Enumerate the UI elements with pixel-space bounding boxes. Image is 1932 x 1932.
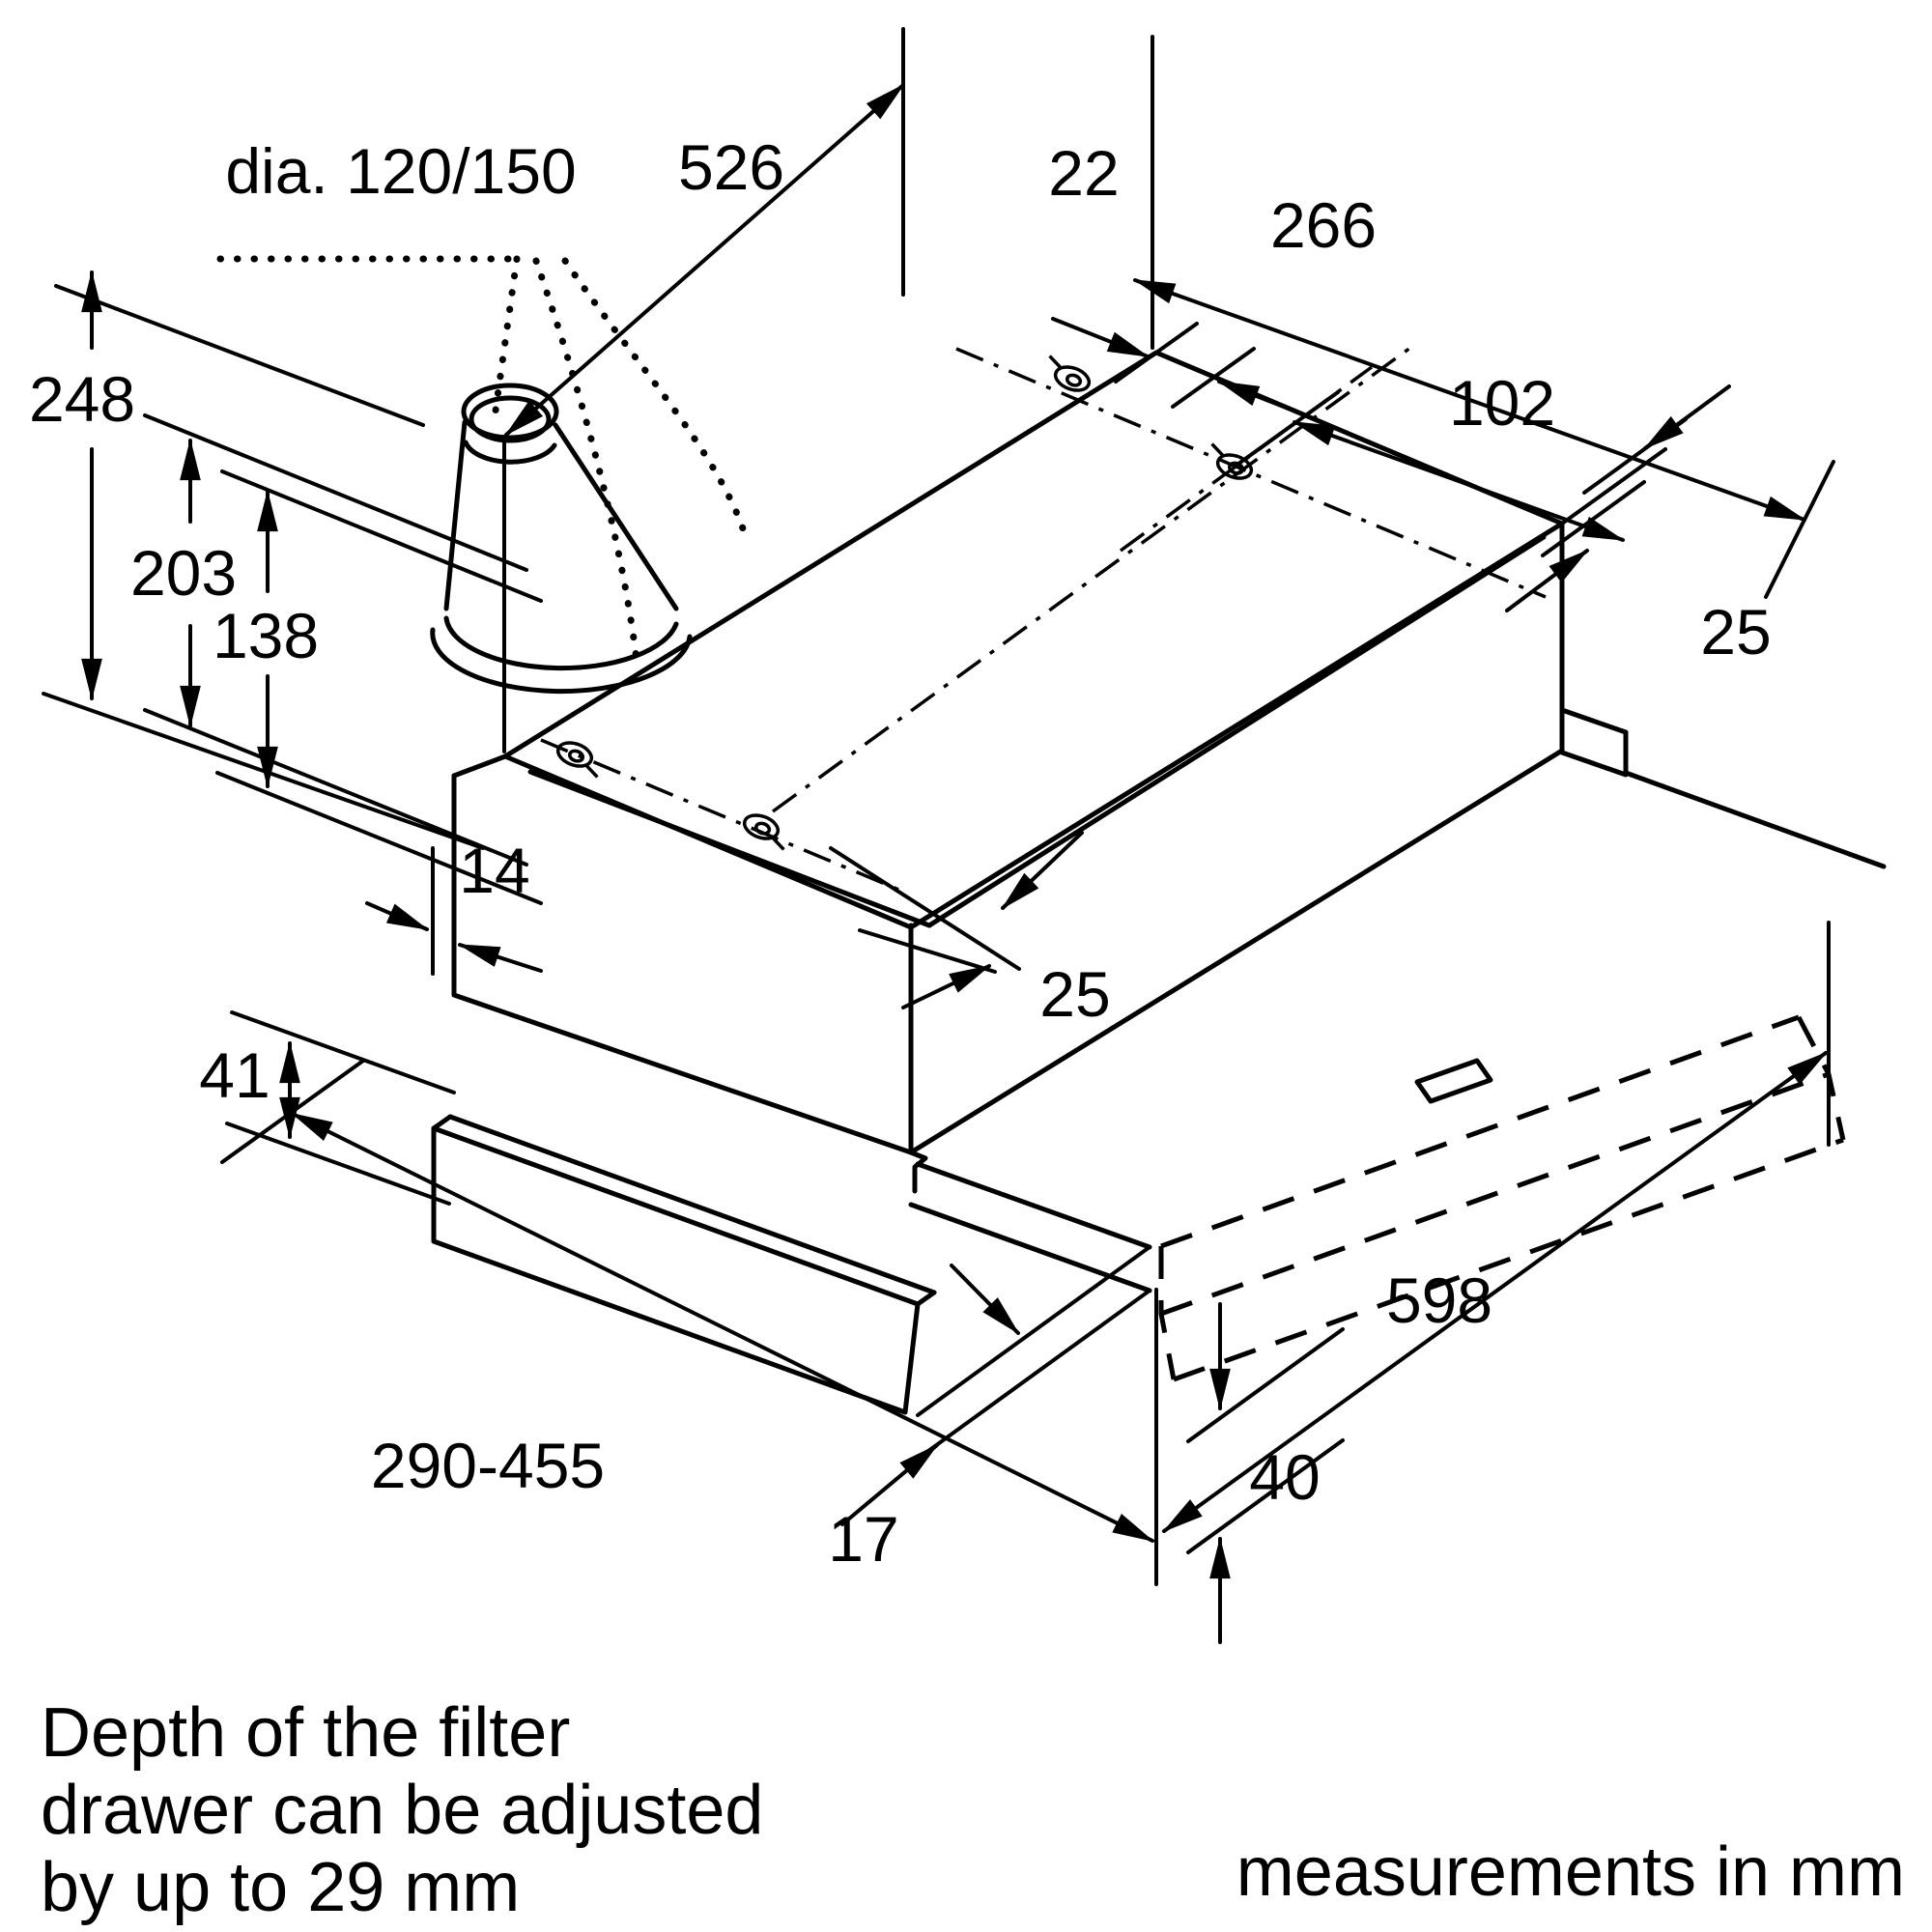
dim-overall-height: 248 [29,270,485,850]
bottom-right-edge [908,748,1565,1155]
dim-front-protrusion: 14 [365,835,543,976]
dim-label-overall-height: 248 [29,363,135,435]
duct-adapter [430,383,693,695]
dim-right-lip: 25 [1505,384,1772,668]
duct-base-ring [443,615,679,671]
dim-label-duct-diameter: dia. 120/150 [225,135,576,207]
caption-block: Depth of the filter drawer can be adjust… [41,1694,763,1926]
pulled-out-drawer [1158,1014,1846,1382]
dim-label-front-lip: 25 [1039,958,1110,1030]
dim-height-to-duct-base: 203 [130,413,528,867]
dim-label-front-protrusion: 14 [459,835,529,906]
units-note: measurements in mm [1236,1833,1905,1911]
dim-drawer-front-height: 40 [1186,1302,1345,1644]
dim-label-drawer-width: 598 [1386,1264,1492,1336]
duct-collar-seam [463,440,557,465]
dim-label-right-lip: 25 [1700,596,1771,668]
dim-panel-thickness: 17 [828,1245,1151,1575]
dim-screw-offset: 102 [1233,367,1667,542]
drawer-handle [1414,1058,1493,1104]
mounting-bracket [1559,707,1629,778]
right-lip-edge [926,534,1547,928]
dim-label-height-to-duct-base: 203 [130,537,237,609]
duct-right-side [553,422,679,611]
dim-top-depth: 266 [1132,189,1835,599]
dim-label-panel-thickness: 17 [828,1503,898,1575]
rail-bottom [908,1202,1152,1293]
caption-line-2: drawer can be adjusted [41,1772,763,1849]
dim-label-rear-gap: 22 [1048,137,1119,209]
dim-diagonal-top: 526 [502,27,905,753]
caption-line-3: by up to 29 mm [41,1849,520,1926]
keyhole-slots [555,355,1254,851]
dim-drawer-width: 598 [1162,921,1831,1533]
centre-lines [540,346,1547,895]
keyhole-front-right [742,813,785,851]
rail-top [915,1161,1152,1250]
duct-left-side [443,419,468,611]
dim-label-screw-offset: 102 [1449,367,1555,439]
keyhole-rear-left [1048,355,1092,392]
dim-label-front-strip-height: 41 [199,1039,270,1111]
duct-top-inner-rim [469,395,552,443]
dim-label-top-depth: 266 [1270,189,1377,261]
caption-line-1: Depth of the filter [41,1694,570,1772]
left-top-edge [451,753,508,779]
duct-base-flange [430,627,693,695]
dim-depth-range: 290-455 [220,1059,1158,1586]
rear-bottom-rail [1623,770,1887,869]
front-lip-edge [527,769,932,928]
dim-front-lip: 25 [829,831,1111,1030]
dim-label-depth-range: 290-455 [371,1430,605,1501]
dim-body-height: 138 [213,469,543,905]
dim-label-diagonal-top: 526 [678,131,784,203]
dim-rear-gap: 22 [1048,35,1308,417]
front-left-face [451,773,914,1155]
dim-label-drawer-front-height: 40 [1249,1441,1320,1513]
rail-step [908,1150,928,1194]
dim-label-body-height: 138 [213,600,319,671]
